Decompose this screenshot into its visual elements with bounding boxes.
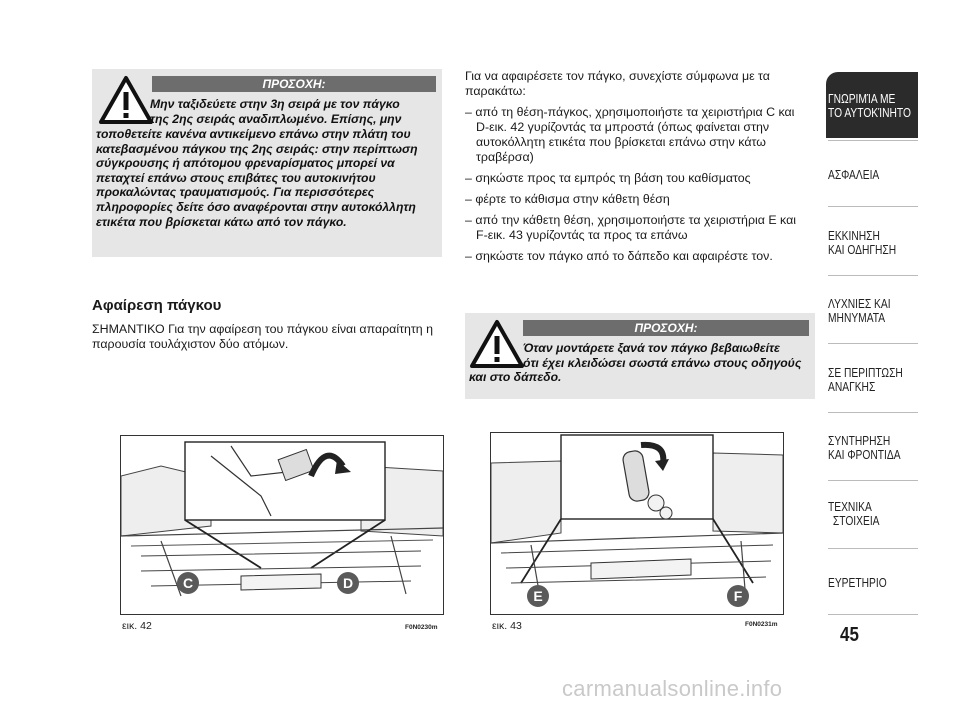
- seat-mechanism-illustration: [120, 441, 444, 597]
- nav-item-starting-driving[interactable]: ΕΚΚΙΝΗΣΗ ΚΑΙ ΟΔΗΓΗΣΗ: [828, 229, 897, 257]
- instructions: Για να αφαιρέσετε τον πάγκο, συνεχίστε σ…: [465, 69, 815, 264]
- page-number: 45: [840, 624, 859, 646]
- warning-triangle-icon: [99, 76, 153, 124]
- callout-c: C: [177, 572, 199, 594]
- step-4: – από την κάθετη θέση, χρησιμοποιήστε τα…: [465, 213, 797, 242]
- nav-item-lights-messages[interactable]: ΛΥΧΝΙΕΣ ΚΑΙ ΜΗΝΥΜΑΤΑ: [828, 297, 891, 325]
- step-2: – σηκώστε προς τα εμπρός τη βάση του καθ…: [465, 171, 751, 185]
- watermark: carmanualsonline.info: [562, 676, 783, 701]
- warning-box-left: ΠΡΟΣΟΧΗ: Μην ταξιδεύετε στην 3η σειρά με…: [92, 69, 442, 257]
- nav-divider: [828, 614, 918, 615]
- step-5: – σηκώστε τον πάγκο από το δάπεδο και αφ…: [465, 249, 773, 263]
- nav-divider: [828, 343, 918, 344]
- nav-item-safety[interactable]: ΑΣΦΑΛΕΙΑ: [828, 168, 880, 182]
- figure-caption: εικ. 43: [492, 620, 522, 632]
- figure-43: E F: [490, 432, 784, 615]
- nav-divider: [828, 140, 918, 141]
- nav-divider: [828, 206, 918, 207]
- nav-divider: [828, 275, 918, 276]
- callout-d: D: [337, 572, 359, 594]
- nav-item-index[interactable]: ΕΥΡΕΤΗΡΙΟ: [828, 576, 887, 590]
- seat-mechanism-illustration: [490, 434, 784, 604]
- warning-header: ΠΡΟΣΟΧΗ:: [152, 76, 436, 92]
- callout-e: E: [527, 585, 549, 607]
- warning-header: ΠΡΟΣΟΧΗ:: [523, 320, 809, 336]
- warning-text-continued: και στο δάπεδο.: [469, 370, 562, 384]
- figure-42: C D: [120, 435, 444, 615]
- step-3: – φέρτε το κάθισμα στην κάθετη θέση: [465, 192, 670, 206]
- warning-text: Μην ταξιδεύετε στην 3η σειρά με τον πάγκ…: [150, 97, 402, 126]
- section-body: ΣΗΜΑΝΤΙΚΟ Για την αφαίρεση του πάγκου εί…: [92, 322, 433, 351]
- nav-item-technical-data[interactable]: ΤΕΧΝΙΚΑ ΣΤΟΙΧΕΙΑ: [828, 500, 880, 528]
- warning-text-continued: τοποθετείτε κανένα αντικείμενο επάνω στη…: [96, 127, 418, 229]
- section-title: Αφαίρεση πάγκου: [92, 297, 222, 314]
- nav-divider: [828, 412, 918, 413]
- warning-triangle-icon: [470, 320, 524, 368]
- figure-code: F0N0230m: [405, 624, 438, 631]
- step-1: – από τη θέση-πάγκος, χρησιμοποιήστε τα …: [465, 105, 795, 164]
- nav-item-getting-to-know[interactable]: ΓΝΩΡΙΜΊΑ ΜΕ ΤΟ ΑΥΤΟΚΊΝΗΤΟ: [828, 92, 911, 120]
- nav-divider: [828, 548, 918, 549]
- nav-item-emergency[interactable]: ΣΕ ΠΕΡΙΠΤΩΣΗ ΑΝΑΓΚΗΣ: [828, 366, 903, 394]
- warning-text: Όταν μοντάρετε ξανά τον πάγκο βεβαιωθείτ…: [523, 341, 802, 370]
- intro: Για να αφαιρέσετε τον πάγκο, συνεχίστε σ…: [465, 69, 770, 98]
- figure-caption: εικ. 42: [122, 620, 152, 632]
- nav-divider: [828, 480, 918, 481]
- warning-box-right: ΠΡΟΣΟΧΗ: Όταν μοντάρετε ξανά τον πάγκο β…: [465, 313, 815, 399]
- callout-f: F: [727, 585, 749, 607]
- figure-code: F0N0231m: [745, 621, 778, 628]
- nav-item-maintenance[interactable]: ΣΥΝΤΗΡΗΣΗ ΚΑΙ ΦΡΟΝΤΙΔΑ: [828, 434, 901, 462]
- nav-active-background: [826, 72, 918, 138]
